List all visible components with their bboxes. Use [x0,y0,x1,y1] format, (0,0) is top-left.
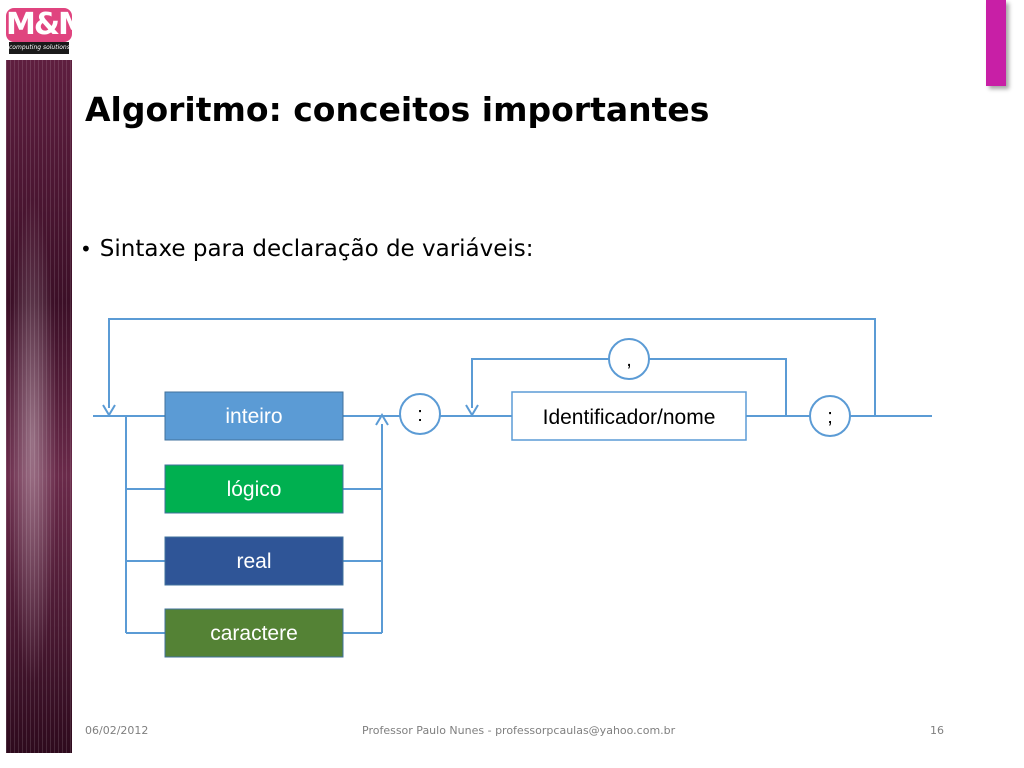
type-box-caractere-shape [164,608,344,658]
type-label-inteiro: inteiro [225,405,282,428]
identifier-label: Identificador/nome [543,406,716,429]
type-box-caractere: caractere [164,608,344,658]
semicolon-label: ; [827,406,833,428]
footer-page-number: 16 [930,724,944,737]
bullet-item: • Sintaxe para declaração de variáveis: [80,236,534,262]
decorative-sidebar [6,60,72,753]
comma-label: , [626,349,632,371]
bullet-text: Sintaxe para declaração de variáveis: [99,236,534,262]
corner-accent-tab [986,0,1006,86]
type-label-logico: lógico [227,478,282,501]
type-box-logico: lógico [164,464,344,514]
identifier-node: Identificador/nome [511,391,747,441]
identifier-box [511,391,747,441]
semicolon-circle [809,395,851,437]
type-label-caractere: caractere [210,622,298,645]
colon-node: : [399,393,441,435]
arrow-down-left-icon [102,404,116,417]
semicolon-node: ; [809,395,851,437]
comma-loop-right [649,358,787,416]
comma-circle [608,338,650,380]
slide-title: Algoritmo: conceitos importantes [85,90,710,129]
arrow-up-merge-icon [375,413,389,426]
type-box-inteiro: inteiro [164,391,344,441]
footer-author: Professor Paulo Nunes - professorpcaulas… [362,724,676,737]
comma-loop-left [471,358,609,408]
arrow-down-comma-icon [465,404,479,417]
type-box-real: real [164,536,344,586]
type-box-logico-shape [164,464,344,514]
colon-label: : [417,404,423,426]
type-box-real-shape [164,536,344,586]
type-box-inteiro-shape [164,391,344,441]
colon-circle [399,393,441,435]
bullet-dot-icon: • [80,237,92,261]
type-label-real: real [236,550,271,573]
diagram-lines [93,318,932,634]
comma-node: , [608,338,650,380]
top-return-loop [108,318,876,416]
logo-tagline: computing solutions [9,42,69,54]
sidebar-glow [6,60,72,753]
footer-date: 06/02/2012 [85,724,149,737]
arrowheads [102,404,479,426]
